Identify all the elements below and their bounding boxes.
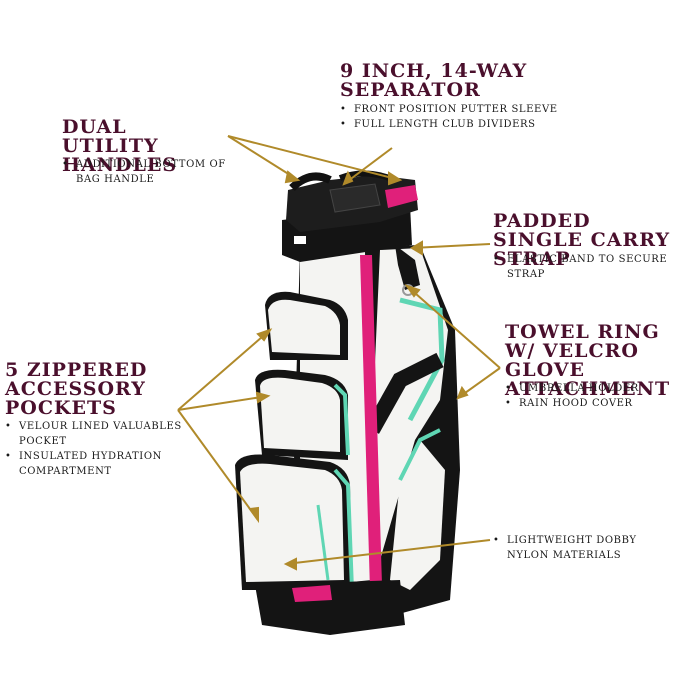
towel-bullet-2: RAIN HOOD COVER [505,396,695,411]
pockets-bullet-1: VELOUR LINED VALUABLES POCKET [5,419,185,449]
top-handle [289,172,332,191]
carry-strap [395,245,420,290]
materials-bullets: LIGHTWEIGHT DOBBY NYLON MATERIALS [493,533,673,563]
pockets-heading: 5 ZIPPERED ACCESSORY POCKETS [5,359,148,419]
towel-bullet-1: UMBRELLA HOLDER [505,381,695,396]
bag-side-panel [372,248,448,560]
accessory-pockets [235,291,354,591]
callout-arrows [177,135,501,571]
materials-bullet-1: LIGHTWEIGHT DOBBY NYLON MATERIALS [493,533,673,563]
strap-bullet-1: ELASTIC BAND TO SECURE STRAP [493,252,700,282]
bag-base [255,580,405,635]
towel-heading: TOWEL RING W/ VELCRO GLOVE ATTACHMENT [505,321,671,400]
separator-bullet-1: FRONT POSITION PUTTER SLEEVE [340,102,580,117]
separator-heading: 9 INCH, 14-WAY SEPARATOR [340,60,528,101]
pockets-bullet-2: INSULATED HYDRATION COMPARTMENT [5,449,185,479]
separator-bullets: FRONT POSITION PUTTER SLEEVE FULL LENGTH… [340,102,580,132]
handles-bullet-1: ADDITIONAL BOTTOM OF BAG HANDLE [62,157,242,187]
separator-bullet-2: FULL LENGTH CLUB DIVIDERS [340,117,580,132]
handles-bullets: ADDITIONAL BOTTOM OF BAG HANDLE [62,157,242,187]
strap-bullets: ELASTIC BAND TO SECURE STRAP [493,252,700,282]
pockets-bullets: VELOUR LINED VALUABLES POCKET INSULATED … [5,419,185,479]
towel-bullets: UMBRELLA HOLDER RAIN HOOD COVER [505,381,695,411]
pink-zipper-stripe [360,255,382,590]
